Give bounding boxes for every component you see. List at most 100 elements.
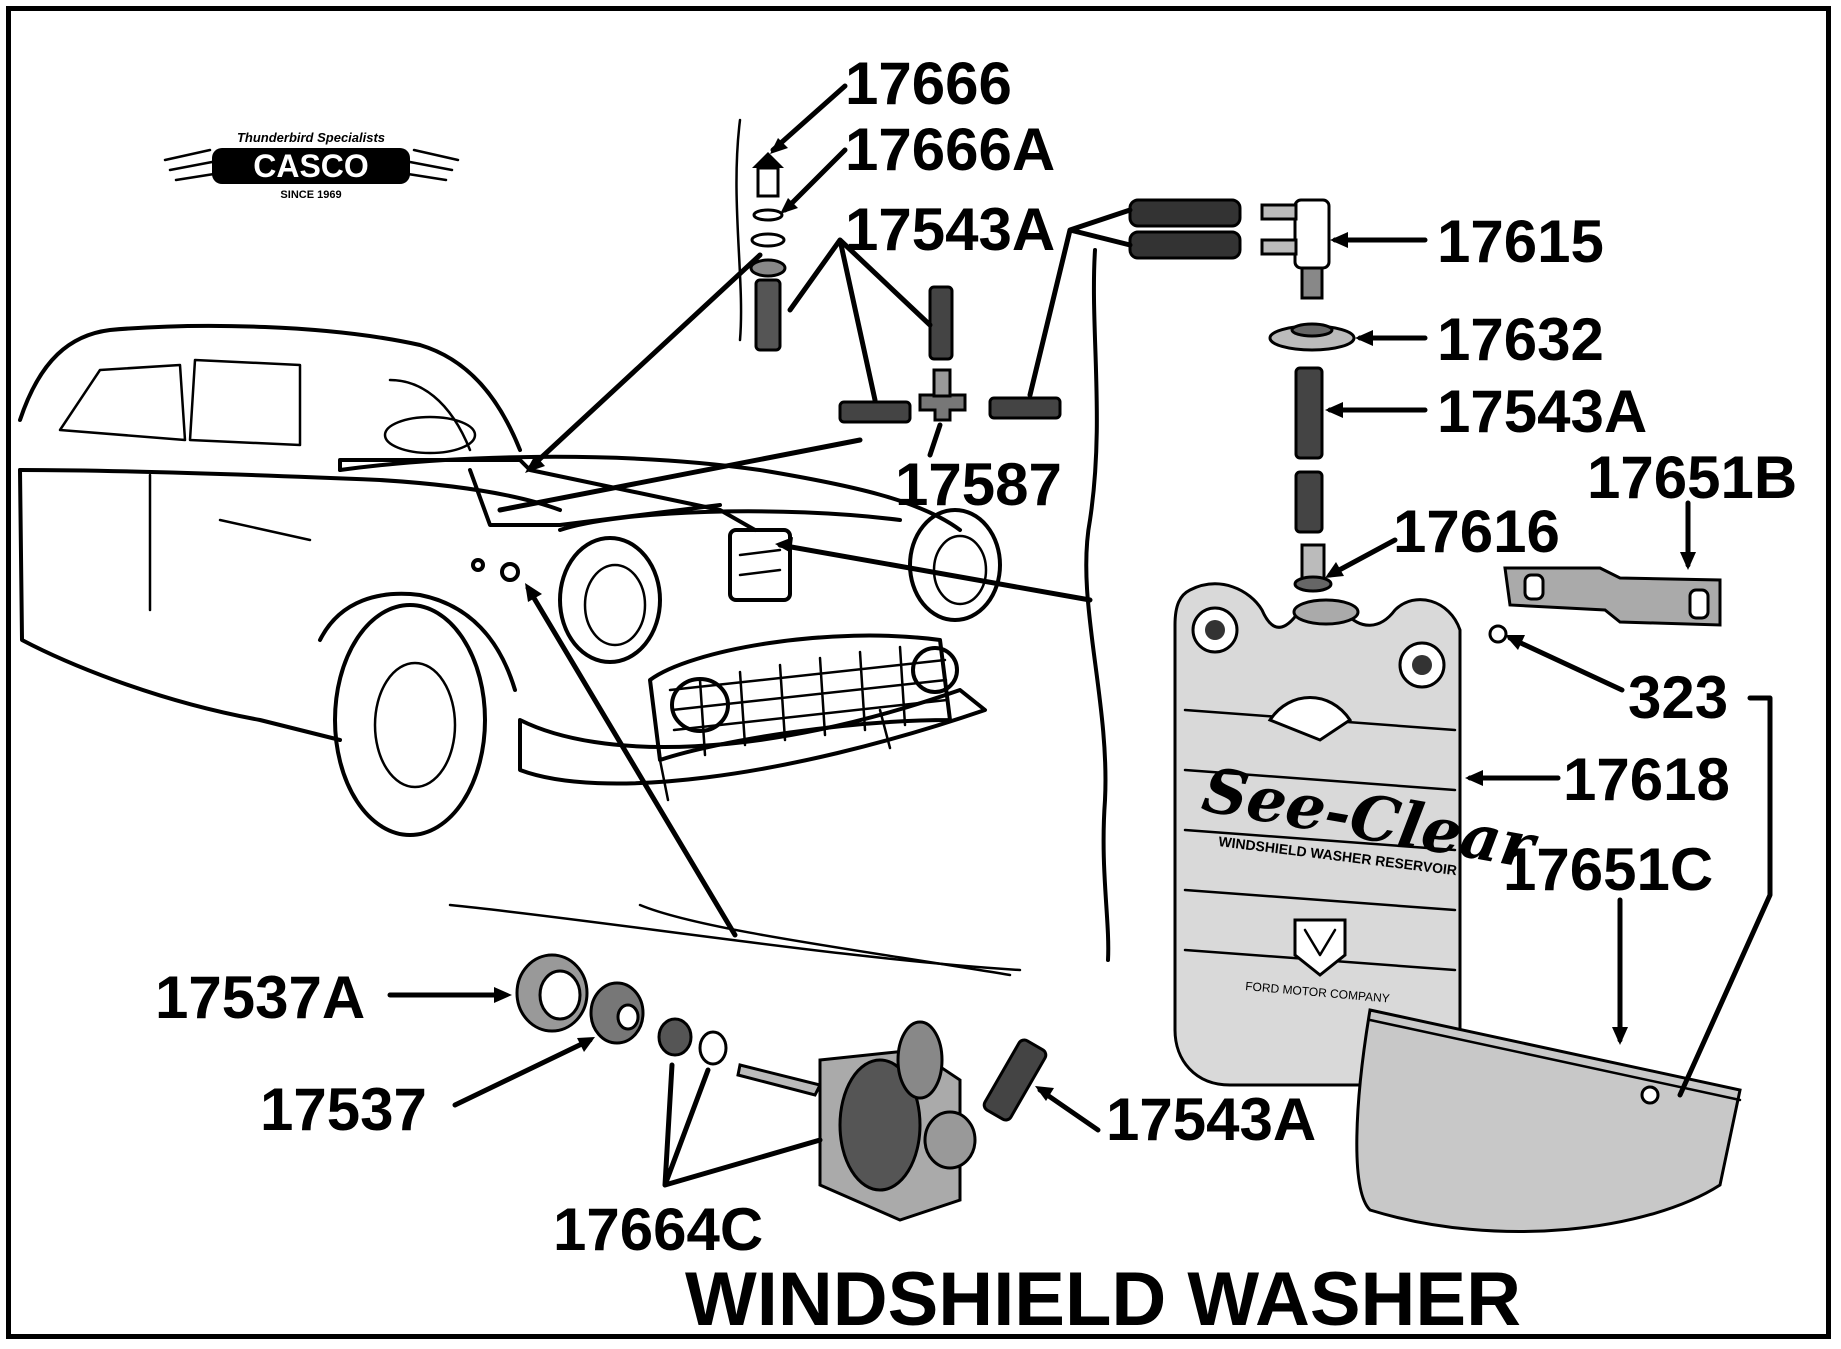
pickup-tube-body <box>1293 198 1331 270</box>
leader-17587 <box>927 422 943 458</box>
leader-reservoir-to-car <box>777 542 1093 603</box>
callout-17664c: 17664C <box>553 1196 763 1263</box>
car-front-wheel <box>333 603 487 837</box>
car-windshield <box>388 378 472 452</box>
car-left-parking-light <box>670 677 730 733</box>
bracket-slot-left <box>1523 573 1545 601</box>
car-front-bumper <box>518 688 987 786</box>
leader-tee-to-car <box>497 437 863 513</box>
car-grille <box>648 633 952 762</box>
leader-17664c <box>662 1062 823 1188</box>
bracket-17651c-edge <box>1368 1018 1742 1102</box>
reservoir-hose-short <box>1294 470 1324 534</box>
bezel-17537a-center <box>538 969 582 1021</box>
installed-knob <box>471 558 485 572</box>
knob-17537-center <box>616 1003 640 1031</box>
callout-17666: 17666 <box>845 50 1012 117</box>
nozzle-cap-icon <box>752 152 784 168</box>
bracket-17651b <box>1503 566 1722 627</box>
callout-17651c: 17651C <box>1503 836 1713 903</box>
reservoir-hose-long <box>1294 366 1324 460</box>
cap-assembly <box>1260 198 1356 593</box>
car-wheel-hubcap <box>373 661 457 789</box>
car-side-window <box>188 358 302 447</box>
diagram-border <box>6 6 1831 1339</box>
reservoir-cap-center <box>1290 322 1334 338</box>
leader-nozzle-to-car <box>527 252 763 471</box>
arrowhead-17651b <box>1680 552 1696 570</box>
car-grille-bars <box>668 645 949 757</box>
arrowhead-17537 <box>577 1037 595 1052</box>
logo-since: SINCE 1969 <box>280 189 341 201</box>
washer-tube-return <box>468 468 722 527</box>
screw-323 <box>1488 624 1508 644</box>
leader-17537 <box>452 1037 593 1108</box>
callout-323: 323 <box>1628 664 1728 731</box>
leader-323-to-tray <box>1677 695 1773 1098</box>
nozzle-parts <box>749 152 787 352</box>
pickup-tube-nipple-bottom <box>1260 238 1298 256</box>
leader-17543a-bottom <box>1037 1087 1101 1133</box>
ford-crest-chevron <box>1303 928 1337 957</box>
leader-17616 <box>1327 537 1398 578</box>
car-right-parking-light <box>911 646 959 694</box>
callout-17537: 17537 <box>260 1076 427 1143</box>
leader-323 <box>1507 635 1625 693</box>
pump-bellows <box>838 1058 922 1192</box>
bracket-17651c-tray <box>1355 1008 1742 1233</box>
pump-bellows-top <box>896 1020 944 1100</box>
nut-17664c <box>657 1017 693 1057</box>
pump-switch-parts <box>515 953 1048 1222</box>
nozzle-hose <box>754 278 782 352</box>
right-wing-icon <box>406 148 460 182</box>
callout-17543a-top: 17543A <box>845 196 1055 263</box>
left-wing-icon <box>163 148 216 182</box>
car-engine-bay-line <box>638 903 1012 977</box>
section-divider-line <box>1084 248 1111 962</box>
reservoir-filler-neck <box>1292 598 1360 626</box>
tee-stem <box>932 368 952 398</box>
mounting-brackets <box>1355 566 1742 1233</box>
leader-17543a-top <box>787 237 933 403</box>
car-right-headlight <box>908 508 1002 622</box>
car-rear-window <box>58 363 187 442</box>
bracket-slot-right <box>1688 588 1710 620</box>
car-roof <box>18 323 522 452</box>
casco-logo: CASCO Thunderbird Specialists SINCE 1969 <box>163 130 460 201</box>
diagram-title: WINDSHIELD WASHER <box>685 1257 1521 1342</box>
pump-hose-17543a <box>982 1038 1048 1122</box>
callout-17632: 17632 <box>1437 306 1604 373</box>
steering-wheel <box>383 415 477 455</box>
nozzle-nut <box>749 258 787 278</box>
leader-17666a <box>782 147 848 213</box>
callout-17543a-mid: 17543A <box>1437 378 1647 445</box>
hose-and-tee-parts <box>838 198 1324 534</box>
arrowhead-17666 <box>770 138 788 154</box>
reservoir-left-hole <box>1205 620 1225 640</box>
section-divider-small <box>735 118 743 342</box>
arrowhead-323 <box>1505 635 1525 650</box>
car-wheel-arch <box>318 591 517 692</box>
nozzle-washer <box>752 208 784 222</box>
callout-17666a: 17666A <box>845 116 1055 183</box>
pickup-tube-nipple-top <box>1260 203 1298 221</box>
leader-pump-to-car <box>525 585 738 938</box>
leader-lines <box>387 83 1773 1188</box>
reservoir-bag-17618: See-Clear WINDSHIELD WASHER RESERVOIR FO… <box>1173 582 1544 1087</box>
callout-17537a: 17537A <box>155 964 365 1031</box>
bracket-17651c-screw <box>1640 1085 1660 1105</box>
arrowhead-17537a <box>494 987 512 1003</box>
arrowhead-17618 <box>1465 770 1483 786</box>
arrowhead-17666a <box>780 198 798 214</box>
callout-17587: 17587 <box>895 451 1062 518</box>
nozzle-stem <box>756 166 780 198</box>
tee-connector-icon <box>918 393 967 422</box>
installed-reservoir-label <box>738 548 782 577</box>
car-beltline <box>18 468 562 512</box>
hose-vertical <box>928 285 954 361</box>
car-right-headlight-lens <box>932 534 988 606</box>
hose-pair-top <box>1128 198 1242 228</box>
car-bumper-guards <box>658 708 892 802</box>
leader-17666 <box>770 83 848 153</box>
